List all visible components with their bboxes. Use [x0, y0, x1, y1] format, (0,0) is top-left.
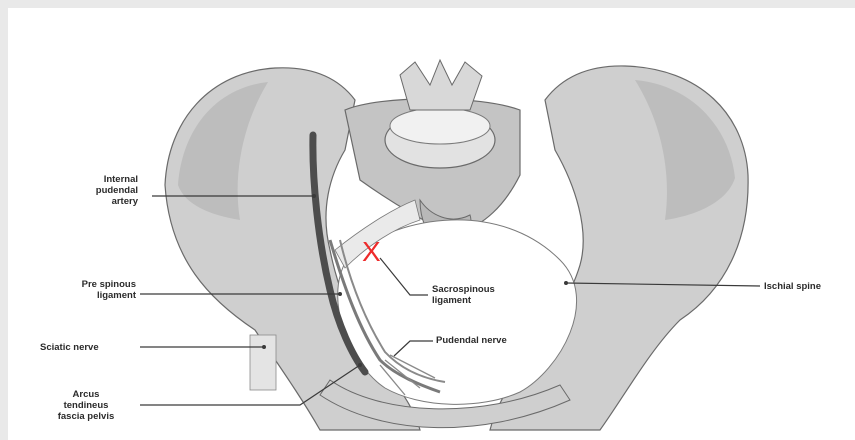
label-sacrospinous-ligament: Sacrospinous ligament [432, 284, 495, 306]
x-marker: X [362, 238, 381, 266]
spinous-process [400, 60, 482, 110]
label-arcus-tendineus: Arcus tendineus fascia pelvis [38, 389, 134, 422]
label-ischial-spine: Ischial spine [764, 281, 821, 292]
sciatic-nerve-stub [250, 335, 276, 390]
label-internal-pudendal-artery: Internal pudendal artery [60, 174, 138, 207]
label-pre-spinous-ligament: Pre spinous ligament [40, 279, 136, 301]
label-sciatic-nerve: Sciatic nerve [40, 342, 99, 353]
label-pudendal-nerve: Pudendal nerve [436, 335, 507, 346]
